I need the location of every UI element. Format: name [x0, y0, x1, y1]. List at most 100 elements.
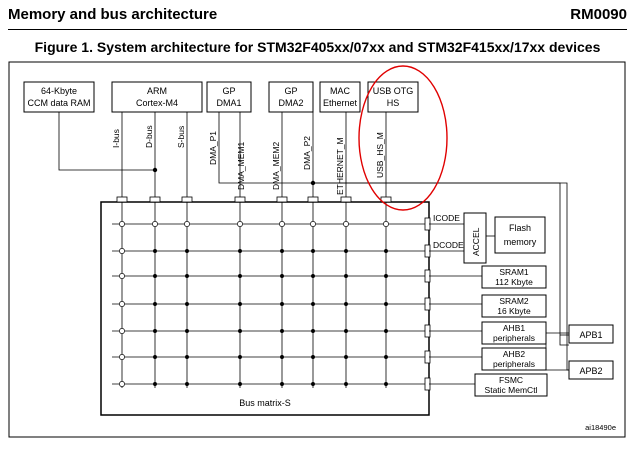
master-port-tab — [149, 196, 161, 203]
sram1-line2: 112 Kbyte — [495, 277, 533, 287]
highlight-ellipse — [358, 65, 448, 211]
sram2-line1: SRAM2 — [499, 296, 529, 306]
matrix-switch-node — [238, 249, 242, 253]
matrix-switch-node — [238, 274, 242, 278]
apb2-block: APB2 — [568, 360, 614, 380]
matrix-switch-node — [344, 355, 348, 359]
bus-label-usb-hs-m: USB_HS_M — [375, 132, 385, 178]
master-gp-dma1: GP DMA1 — [206, 81, 252, 113]
apb-bridge-wires — [545, 332, 569, 371]
matrix-switch-node — [344, 382, 348, 386]
matrix-grid — [112, 202, 429, 388]
matrix-switch-node — [185, 382, 189, 386]
bus-label-dma-p1: DMA_P1 — [208, 131, 218, 165]
fsmc-line2: Static MemCtl — [485, 385, 538, 395]
matrix-switch-open — [119, 221, 125, 227]
slave-sram1: SRAM1 112 Kbyte — [429, 265, 547, 289]
master-port-tab — [276, 196, 288, 203]
ahb1-line2: peripherals — [493, 333, 535, 343]
figure-title: Figure 1. System architecture for STM32F… — [34, 39, 601, 55]
bus-matrix-label: Bus matrix-S — [239, 398, 291, 408]
bus-label-ethernet-m: ETHERNET_M — [335, 137, 345, 195]
slave-sram2: SRAM2 16 Kbyte — [429, 294, 547, 318]
matrix-switch-node — [185, 355, 189, 359]
bus-label-dma-mem2: DMA_MEM2 — [271, 142, 281, 190]
master-port-tab — [116, 196, 128, 203]
matrix-switch-node — [311, 329, 315, 333]
section-title: Memory and bus architecture — [8, 6, 218, 23]
apb1-label: APB1 — [579, 330, 602, 340]
matrix-switch-node — [384, 382, 388, 386]
matrix-switch-node — [384, 329, 388, 333]
master-mac-line2: Ethernet — [323, 98, 358, 108]
figure-code: ai18490e — [585, 423, 616, 432]
matrix-switch-node — [153, 302, 157, 306]
sram1-line1: SRAM1 — [499, 267, 529, 277]
matrix-switch-node — [344, 274, 348, 278]
matrix-switch-node — [311, 382, 315, 386]
matrix-switch-node — [344, 329, 348, 333]
matrix-switch-node — [384, 302, 388, 306]
master-ccm-line1: 64-Kbyte — [41, 86, 77, 96]
master-mac-ethernet: MAC Ethernet — [319, 81, 361, 113]
master-wires — [58, 112, 569, 371]
matrix-switch-open — [119, 354, 125, 360]
matrix-switch-node — [384, 355, 388, 359]
document-id: RM0090 — [570, 6, 627, 23]
matrix-switch-node — [185, 249, 189, 253]
bus-label-sbus: S-bus — [176, 126, 186, 148]
flash-line1: Flash — [509, 223, 531, 233]
master-usb-line2: HS — [387, 98, 400, 108]
ahb1-line1: AHB1 — [503, 323, 525, 333]
master-dma1-line2: DMA1 — [216, 98, 241, 108]
bus-matrix — [100, 201, 430, 416]
icode-label: ICODE — [433, 213, 460, 223]
master-dma1-line1: GP — [222, 86, 235, 96]
accel-label: ACCEL — [471, 227, 481, 256]
matrix-switch-node — [311, 249, 315, 253]
master-ccm-line2: CCM data RAM — [27, 98, 90, 108]
dcode-label: DCODE — [433, 240, 464, 250]
matrix-switch-node — [384, 249, 388, 253]
matrix-switch-node — [153, 382, 157, 386]
master-dma2-line2: DMA2 — [278, 98, 303, 108]
header-rule — [8, 29, 627, 30]
slave-blocks: SRAM1 112 Kbyte SRAM2 16 Kbyte AHB1 peri… — [429, 265, 548, 397]
bus-label-dma-p2: DMA_P2 — [302, 136, 312, 170]
matrix-switch-node — [185, 274, 189, 278]
bus-label-dma-mem1: DMA_MEM1 — [236, 142, 246, 190]
matrix-switch-node — [280, 382, 284, 386]
matrix-switch-node — [185, 329, 189, 333]
slave-fsmc: FSMC Static MemCtl — [429, 373, 548, 397]
matrix-switch-node — [153, 355, 157, 359]
matrix-switch-node — [280, 274, 284, 278]
bus-label-dbus: D-bus — [144, 125, 154, 148]
matrix-switch-node — [311, 355, 315, 359]
sram2-line2: 16 Kbyte — [497, 306, 531, 316]
master-port-tab — [340, 196, 352, 203]
matrix-switch-node — [238, 329, 242, 333]
apb2-label: APB2 — [579, 366, 602, 376]
dma-p2-junction — [310, 180, 316, 186]
matrix-switch-node — [280, 302, 284, 306]
slave-ahb2: AHB2 peripherals — [429, 347, 547, 371]
matrix-switch-node — [153, 274, 157, 278]
matrix-switch-node — [153, 329, 157, 333]
ahb2-line2: peripherals — [493, 359, 535, 369]
flash-line2: memory — [504, 237, 537, 247]
matrix-switch-node — [311, 274, 315, 278]
matrix-switch-open — [119, 381, 125, 387]
slave-ahb1: AHB1 peripherals — [429, 321, 547, 345]
master-arm-cortex: ARM Cortex-M4 — [111, 81, 203, 113]
bus-label-ibus: I-bus — [111, 129, 121, 148]
matrix-switch-node — [280, 355, 284, 359]
matrix-switch-node — [153, 249, 157, 253]
master-usb-otg-hs: USB OTG HS — [367, 81, 419, 113]
matrix-switch-node — [185, 302, 189, 306]
fsmc-line1: FSMC — [499, 375, 523, 385]
master-port-tab — [234, 196, 246, 203]
apb1-block: APB1 — [568, 324, 614, 344]
flash-memory-block — [494, 216, 546, 254]
diagram-frame — [8, 61, 626, 438]
